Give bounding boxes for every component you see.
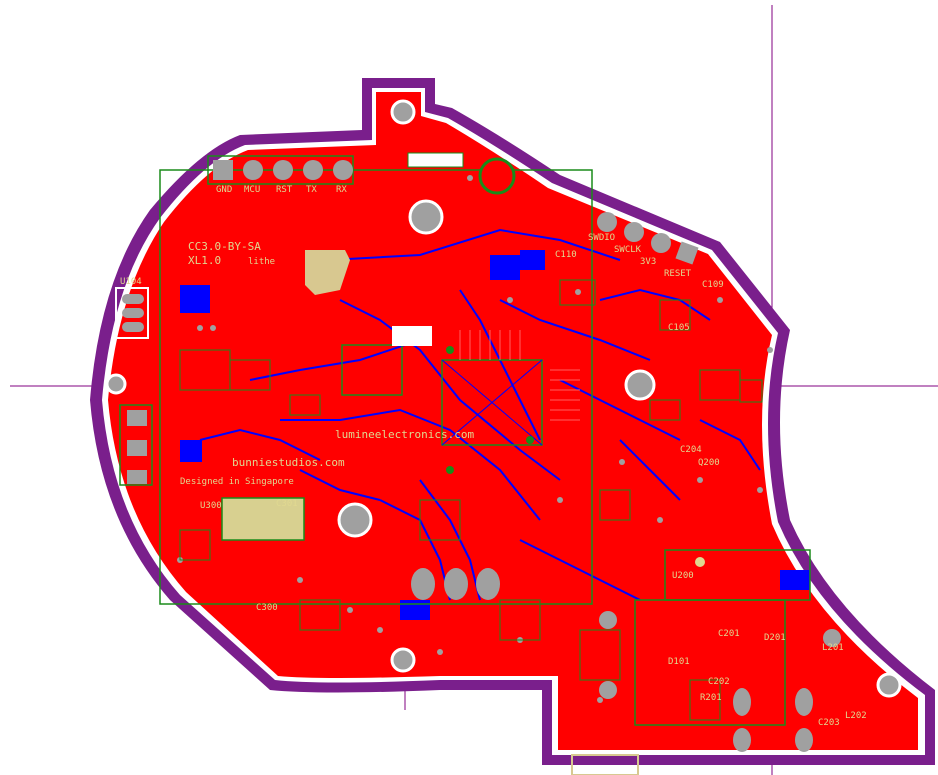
usb-connector [599, 599, 841, 752]
mount-hole-left [337, 502, 373, 538]
label-url-1: lumineelectronics.com [335, 428, 474, 441]
mount-hole-upper [408, 199, 444, 235]
refdes-c301: C301 [276, 499, 298, 509]
mount-hole-right [624, 369, 656, 401]
refdes-c201: C201 [718, 629, 740, 639]
mount-hole-bottom [390, 647, 416, 673]
refdes-q200: Q200 [698, 458, 720, 468]
hdr-7: 3V3 [640, 257, 656, 267]
u104-pads [115, 287, 149, 339]
bottom-connector-outline [571, 754, 639, 775]
mount-hole-top [390, 99, 416, 125]
hdr-6: SWCLK [614, 245, 642, 255]
refdes-l201: L201 [822, 643, 844, 653]
vias [177, 175, 773, 703]
smd-components [179, 279, 763, 721]
refdes-c105: C105 [668, 323, 690, 333]
hdr-gnd: GND [216, 185, 232, 195]
label-license-1: CC3.0-BY-SA [188, 240, 261, 253]
refdes-c204: C204 [680, 445, 702, 455]
refdes-d201: D201 [764, 633, 786, 643]
hdr-5: SWDIO [588, 233, 615, 243]
blue-pours [180, 250, 810, 620]
refdes-l202: L202 [845, 711, 867, 721]
hdr-2: RST [276, 185, 293, 195]
refdes-u300: U300 [200, 501, 222, 511]
silkscreen-labels: CC3.0-BY-SA XL1.0 lithe lumineelectronic… [120, 185, 867, 728]
header-right [597, 212, 699, 265]
mcu-chip [341, 344, 403, 396]
beige-footprint [305, 250, 350, 295]
header-top [207, 155, 354, 185]
u300-body [221, 497, 305, 541]
courtyard-main [159, 169, 593, 605]
hdr-8: RESET [664, 269, 692, 279]
hdr-4: RX [336, 185, 347, 195]
mounting-holes [105, 99, 902, 698]
switch-pads [119, 404, 153, 486]
label-made: lithe [248, 257, 275, 267]
mount-hole-edge-left [105, 373, 127, 395]
u200-pin1 [695, 557, 705, 567]
refdes-c202: C202 [708, 677, 730, 687]
label-license-2: XL1.0 [188, 254, 221, 267]
refdes-d101: D101 [668, 657, 690, 667]
mount-hole-br [876, 672, 902, 698]
refdes-r201: R201 [700, 693, 722, 703]
fiducial-ring [478, 157, 516, 195]
label-designed: Designed in Singapore [180, 477, 294, 487]
refdes-c109: C109 [702, 280, 724, 290]
refdes-c203: C203 [818, 718, 840, 728]
ferrite-outline [407, 152, 464, 168]
hdr-1: MCU [244, 185, 260, 195]
refdes-u200: U200 [672, 571, 694, 581]
refdes-c300: C300 [256, 603, 278, 613]
mcu-fanout [441, 330, 580, 446]
hdr-3: TX [306, 185, 317, 195]
battery-pads [411, 568, 500, 600]
label-url-2: bunniestudios.com [232, 456, 345, 469]
mcu-pad-white [392, 326, 432, 346]
refdes-c110: C110 [555, 250, 577, 260]
refdes-u104: U104 [120, 277, 142, 287]
